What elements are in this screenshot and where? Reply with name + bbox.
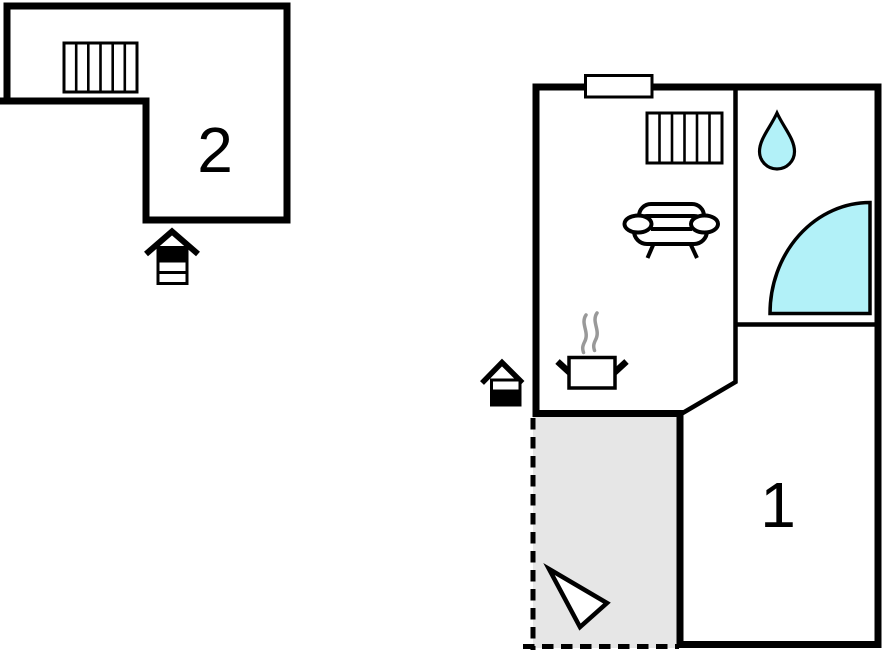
window-icon [584, 74, 654, 99]
interior-wall-divider [679, 88, 738, 416]
unit-2-floorplan: 2 [0, 2, 291, 285]
steam-icon [580, 313, 588, 355]
north-arrow-icon [543, 563, 611, 631]
shower-icon [768, 200, 872, 316]
sofa-icon [622, 202, 720, 259]
water-drop-icon [757, 109, 797, 171]
double-bed-icon [62, 41, 139, 94]
terrace-fill [533, 415, 680, 648]
unit-1-outer-walls [532, 83, 882, 648]
entrance-arrow-icon [144, 227, 200, 285]
entrance-arrow-icon [480, 358, 525, 407]
steam-icon [591, 311, 599, 353]
cooking-pot-icon [555, 311, 629, 390]
unit-2-walls [3, 2, 291, 224]
room-label-2: 2 [197, 114, 233, 186]
unit-1-floorplan: 1 [480, 74, 882, 650]
terrace-area [523, 415, 680, 650]
double-bed-icon [645, 111, 724, 165]
room-label-1: 1 [760, 469, 796, 541]
